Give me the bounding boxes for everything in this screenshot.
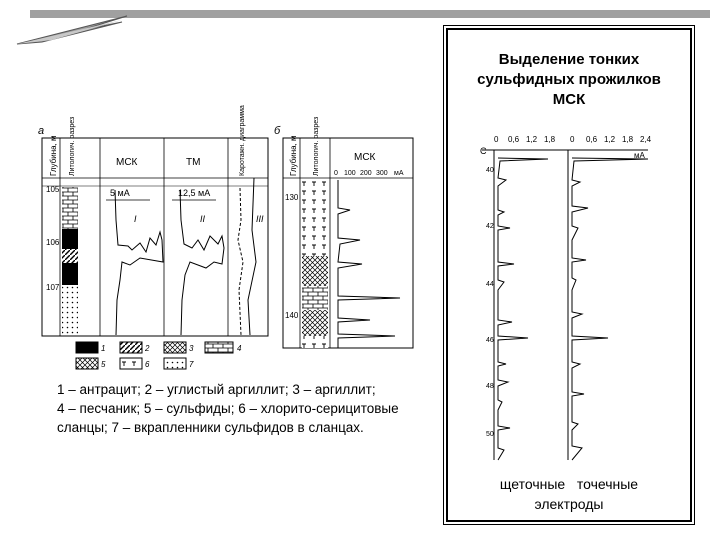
scale-right-1: 0,6 (586, 135, 598, 144)
panel-a-cable-header: Каротажн. диаграмма (239, 105, 246, 176)
panel-a-tm-header: ТМ (186, 157, 200, 168)
panel-b-scale-300: 300 (376, 170, 388, 177)
electrode-word: электроды (534, 496, 604, 512)
depth-106: 106 (46, 238, 60, 247)
header-bar (30, 10, 710, 18)
legend-line-2: 4 – песчаник; 5 – сульфиды; 6 – хлорито-… (57, 401, 399, 416)
panel-title: Выделение тонких сульфидных прожилков МС… (448, 50, 690, 110)
legend-num-2: 2 (144, 344, 150, 353)
panel-a-tm-scale: 12,5 мА (178, 188, 210, 198)
panel-b-depth-header: Глубина, м (289, 135, 298, 176)
scale-left-0: 0 (494, 135, 499, 144)
panel-a-depth-header: Глубина, м (49, 135, 58, 176)
legend-line-3: сланцы; 7 – вкрапленники сульфидов в сла… (57, 420, 364, 435)
title-line-2: сульфидных прожилков (477, 71, 661, 88)
legend-line-1: 1 – антрацит; 2 – углистый аргиллит; 3 –… (57, 382, 376, 397)
depth-105: 105 (46, 185, 60, 194)
panel-a-label: а (38, 125, 44, 137)
depth-tick-50: 50 (486, 431, 494, 438)
curve-label-i: I (134, 214, 137, 224)
title-line-3: МСК (552, 91, 586, 108)
log-traces: С 0 0,6 1,2 1,8 0 0,6 1,2 1,8 2,4 мА 40 … (480, 135, 652, 461)
electrode-caption: щеточные точечные электроды (448, 474, 690, 514)
legend-num-3: 3 (189, 344, 194, 353)
panel-a-msk-header: МСК (116, 157, 138, 168)
scale-left-2: 1,2 (526, 135, 538, 144)
electrode-types: щеточные точечные (499, 476, 639, 492)
depth-tick-40: 40 (486, 167, 494, 174)
panel-b-scale-200: 200 (360, 170, 372, 177)
scale-left-3: 1,8 (544, 135, 556, 144)
curve-label-ii: II (200, 214, 206, 224)
legend-num-1: 1 (101, 344, 105, 353)
panel-b-scale-0: 0 (334, 170, 338, 177)
depth-tick-48: 48 (486, 383, 494, 390)
scale-right-3: 1,8 (622, 135, 634, 144)
panel-b-unit: мА (394, 170, 404, 177)
panel-b-scale-100: 100 (344, 170, 356, 177)
scale-left-1: 0,6 (508, 135, 520, 144)
title-line-1: Выделение тонких (498, 51, 640, 68)
scale-right-4: 2,4 (640, 135, 652, 144)
scale-right-2: 1,2 (604, 135, 616, 144)
scale-unit: мА (634, 151, 646, 160)
panel-b-lithology-header: Литологич. разрез (313, 117, 320, 176)
depth-tick-44: 44 (486, 281, 494, 288)
scale-right-0: 0 (570, 135, 575, 144)
depth-107: 107 (46, 283, 60, 292)
legend-num-4: 4 (237, 344, 242, 353)
panel-a-lithology-header: Литологич. разрез (69, 117, 76, 176)
legend-num-6: 6 (145, 360, 150, 369)
right-panel: Выделение тонких сульфидных прожилков МС… (443, 25, 695, 525)
panel-b-label: б (274, 125, 281, 137)
panel-b-msk-header: МСК (354, 152, 376, 163)
legend-text: 1 – антрацит; 2 – углистый аргиллит; 3 –… (57, 380, 477, 437)
depth-140: 140 (285, 311, 299, 320)
depth-tick-42: 42 (486, 223, 494, 230)
legend-num-5: 5 (101, 360, 106, 369)
axis-letter: С (480, 146, 487, 156)
depth-130: 130 (285, 193, 299, 202)
legend-num-7: 7 (189, 360, 194, 369)
depth-tick-46: 46 (486, 337, 494, 344)
logo-arrow-icon (16, 15, 128, 45)
curve-label-iii: III (256, 214, 264, 224)
panel-a-msk-scale: 5 мА (110, 188, 130, 198)
